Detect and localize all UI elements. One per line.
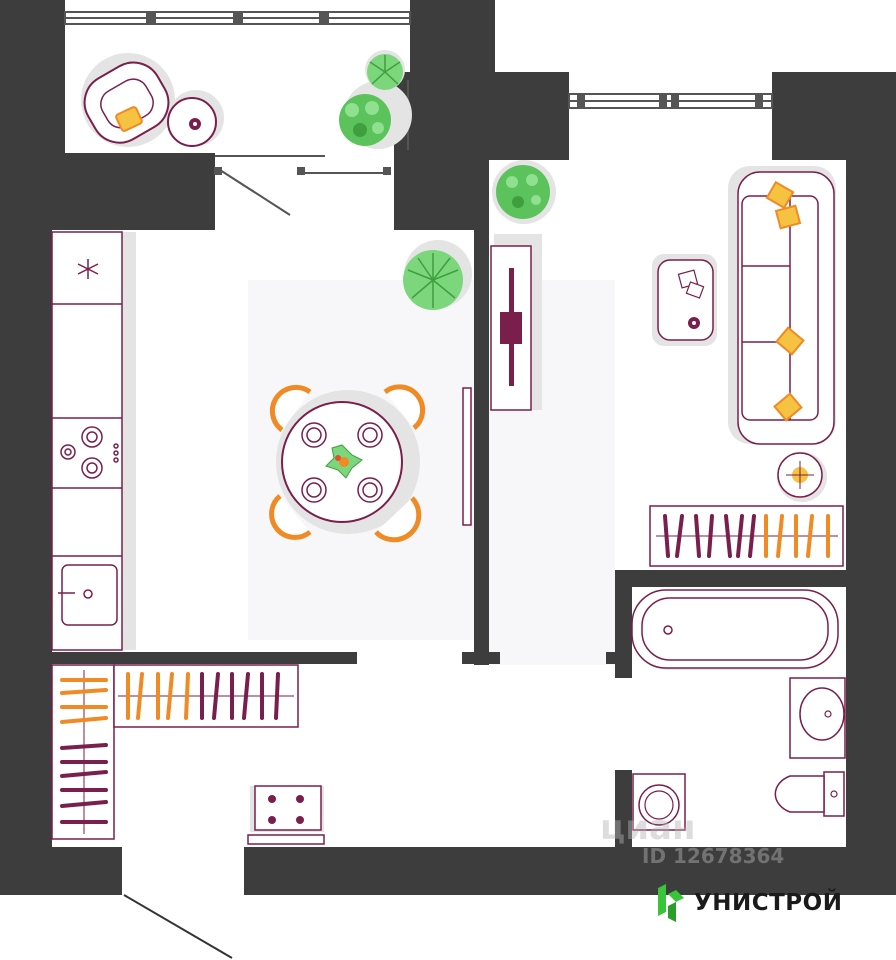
hanger-icon xyxy=(60,672,280,824)
plant-icon xyxy=(339,50,412,149)
bathtub xyxy=(631,589,839,670)
kitchen-sink xyxy=(58,564,118,626)
watermark-id: ID 12678364 xyxy=(642,844,785,868)
hall-wardrobe xyxy=(51,664,299,840)
stove-burner-icon xyxy=(60,426,119,479)
snowflake-icon xyxy=(77,259,99,279)
brand-name: УНИСТРОЙ xyxy=(694,890,843,916)
windows xyxy=(64,11,773,109)
sofa xyxy=(728,166,836,445)
hanger-icon xyxy=(663,514,756,558)
toilet xyxy=(774,771,845,817)
watermark-site: циан xyxy=(600,808,696,848)
tv-stand xyxy=(490,234,542,411)
interior-door xyxy=(462,387,472,526)
coffee-table xyxy=(652,254,717,346)
balcony-side-table xyxy=(167,90,224,147)
walls xyxy=(0,0,896,895)
floor-lamp xyxy=(777,452,827,502)
plant-icon xyxy=(403,240,472,310)
balcony-door xyxy=(214,80,409,216)
plant-icon xyxy=(492,160,556,224)
shoe-cabinet xyxy=(247,785,325,845)
brand-logo-icon xyxy=(658,884,684,922)
pillow-icon xyxy=(115,106,143,132)
brand-logo: УНИСТРОЙ xyxy=(656,884,842,922)
bathroom-sink xyxy=(789,677,846,759)
entrance-door xyxy=(123,894,233,959)
living-wardrobe xyxy=(649,505,844,567)
balcony-armchair xyxy=(81,53,175,147)
pillow-icon xyxy=(765,180,805,422)
kitchen-counter xyxy=(51,231,136,651)
watermark: циан ID 12678364 xyxy=(600,808,784,868)
washing-machine xyxy=(632,773,686,831)
dining-table xyxy=(269,384,426,543)
